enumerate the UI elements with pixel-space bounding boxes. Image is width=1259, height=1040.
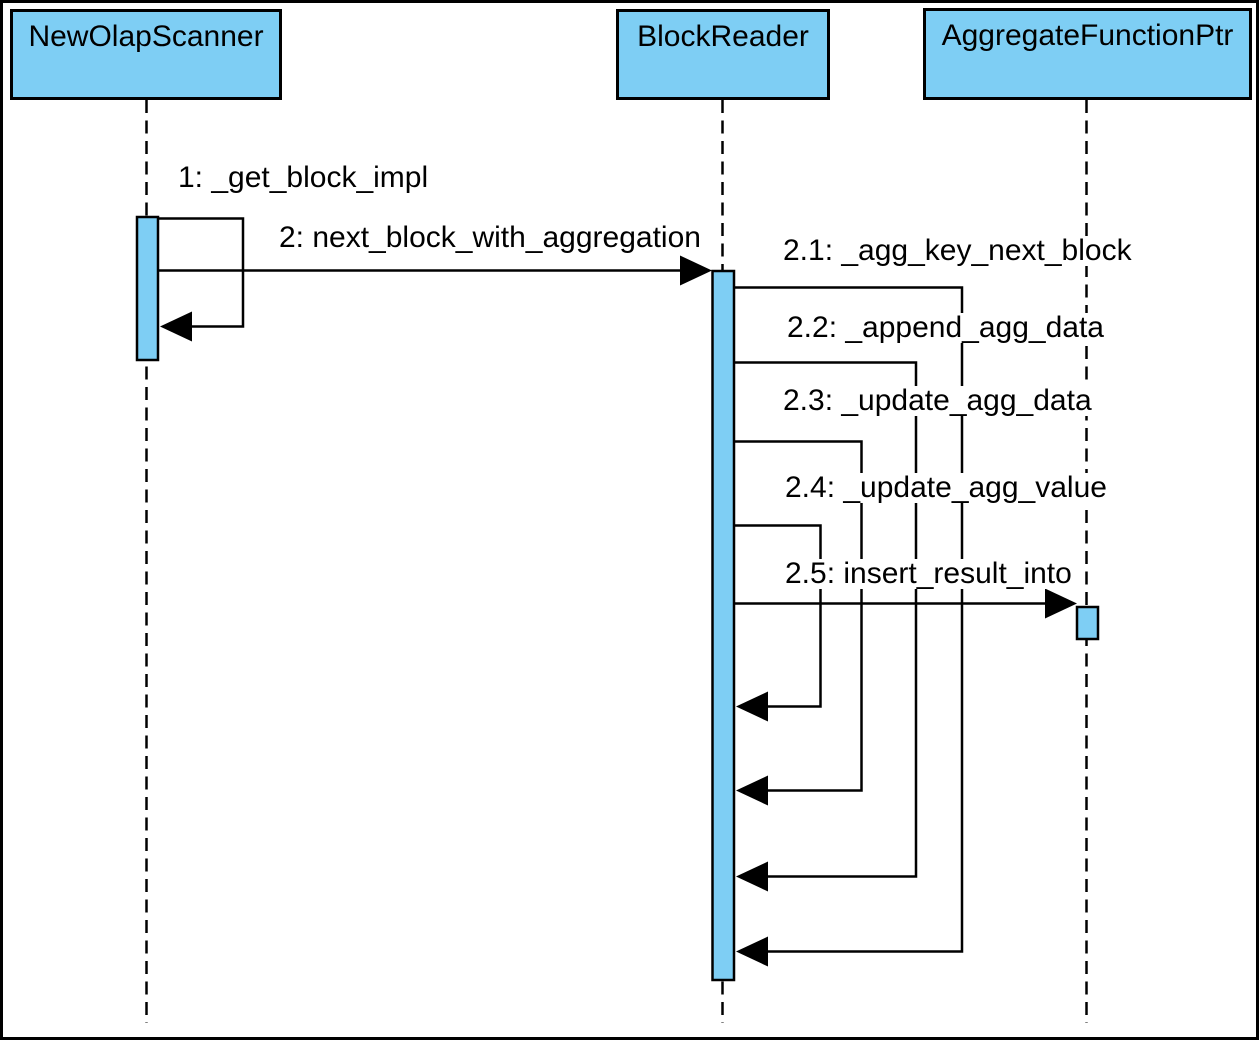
message-line-1-get-block-impl [158,217,245,328]
actor-box-aggregatefunctionptr: AggregateFunctionPtr [923,8,1252,100]
actor-box-newolapscanner: NewOlapScanner [10,9,282,100]
activation-aggregatefunctionptr [1075,605,1100,641]
message-line-2-1-agg-key-next-block [734,286,964,953]
message-label-2-2: 2.2: _append_agg_data [787,311,1104,344]
arrowhead-message-2-4-return [736,691,768,722]
actor-label-blockreader: BlockReader [637,20,809,53]
arrowhead-message-1-return [160,311,192,342]
actor-label-aggregatefunctionptr: AggregateFunctionPtr [941,19,1234,52]
message-line-2-4-update-agg-value [734,524,822,708]
message-line-2-2-append-agg-data [734,361,918,878]
arrowhead-message-2-2-return [736,861,768,892]
message-label-2-5: 2.5: insert_result_into [785,557,1072,590]
activation-blockreader [711,269,736,982]
message-label-1: 1: _get_block_impl [178,161,429,194]
arrowhead-message-2-1-return [736,936,768,967]
arrowhead-message-2-5 [1045,588,1077,619]
diagram-lines-layer [135,100,1100,1023]
arrowhead-message-2 [680,255,712,286]
arrowhead-message-2-3-return [736,775,768,806]
message-label-2-4: 2.4: _update_agg_value [785,471,1107,504]
activation-newolapscanner [135,215,160,362]
actor-box-blockreader: BlockReader [616,9,830,100]
message-label-2-1: 2.1: _agg_key_next_block [783,234,1132,267]
message-line-2-3-update-agg-data [734,440,863,792]
message-label-2: 2: next_block_with_aggregation [279,221,701,254]
message-label-2-3: 2.3: _update_agg_data [783,384,1092,417]
actor-label-newolapscanner: NewOlapScanner [28,20,264,53]
